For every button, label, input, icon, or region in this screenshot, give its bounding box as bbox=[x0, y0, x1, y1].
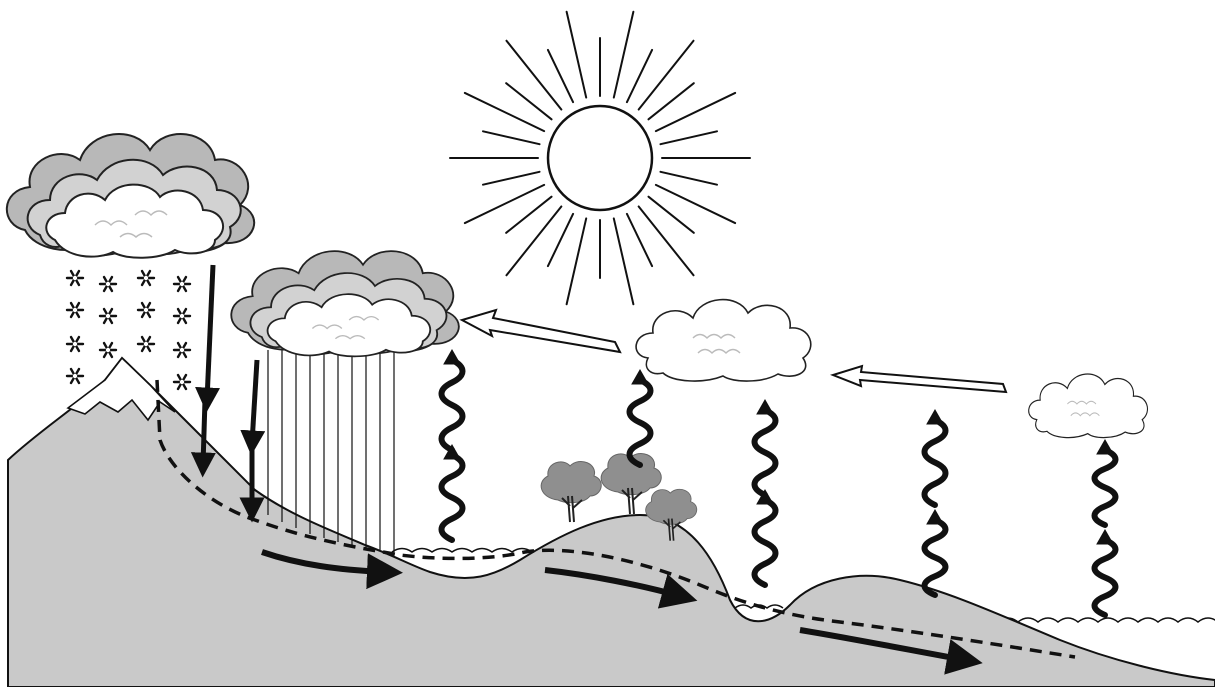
sun-ray bbox=[660, 172, 717, 185]
snowflake-icon bbox=[100, 309, 116, 323]
evaporation-arrow bbox=[925, 520, 946, 595]
evaporation-arrowhead bbox=[444, 350, 460, 364]
evaporation-arrowhead bbox=[1097, 440, 1113, 454]
evaporation-arrow bbox=[442, 455, 463, 540]
evaporation-arrowhead bbox=[757, 400, 773, 414]
sun-ray bbox=[627, 50, 652, 102]
snowflake-icon bbox=[138, 303, 154, 317]
snowflake-icon bbox=[138, 271, 154, 285]
evaporation-arrow bbox=[755, 410, 776, 495]
snowflake-icon bbox=[100, 343, 116, 357]
sun-ray bbox=[465, 185, 544, 223]
sun-ray bbox=[656, 93, 735, 131]
evaporation-arrowhead bbox=[927, 410, 943, 424]
snowflake-icon bbox=[174, 343, 190, 357]
snowflake-icon bbox=[67, 303, 83, 317]
sun-ray bbox=[506, 41, 561, 110]
rain-cloud-icon bbox=[231, 251, 459, 356]
sun-icon bbox=[450, 12, 750, 304]
small-cloud-icon bbox=[636, 300, 811, 381]
snowflake-icon bbox=[174, 375, 190, 389]
lake-waves bbox=[392, 549, 532, 553]
evaporation-arrowhead bbox=[632, 370, 648, 384]
sun-ray bbox=[567, 12, 587, 98]
sun-ray bbox=[639, 206, 694, 275]
snowflake-icon bbox=[67, 337, 83, 351]
sun-ray bbox=[567, 218, 587, 304]
sun-ray bbox=[483, 131, 540, 144]
snow-cloud-icon bbox=[7, 134, 254, 258]
snowflake-icon bbox=[67, 271, 83, 285]
evaporation-arrow bbox=[1095, 450, 1116, 525]
snowflake-icon bbox=[174, 309, 190, 323]
sun-ray bbox=[660, 131, 717, 144]
tree-icon bbox=[541, 461, 601, 522]
sun-ray bbox=[639, 41, 694, 110]
evaporation-arrow bbox=[755, 500, 776, 585]
sun-ray bbox=[483, 172, 540, 185]
small-cloud-icon bbox=[1029, 374, 1148, 438]
sun-ray bbox=[627, 214, 652, 266]
sun-ray bbox=[614, 12, 634, 98]
sun-ray bbox=[465, 93, 544, 131]
evaporation-arrowhead bbox=[927, 510, 943, 524]
evaporation-arrow bbox=[925, 420, 946, 505]
snowflake-icon bbox=[67, 369, 83, 383]
sun-ray bbox=[548, 50, 573, 102]
snowflake-icon bbox=[100, 277, 116, 291]
snowflake-icon bbox=[174, 277, 190, 291]
evaporation-arrow bbox=[630, 380, 651, 465]
sun-ray bbox=[548, 214, 573, 266]
sun-ray bbox=[614, 218, 634, 304]
evaporation-arrowhead bbox=[1097, 530, 1113, 544]
evaporation-arrow bbox=[442, 360, 463, 450]
sun-ray bbox=[506, 206, 561, 275]
snowflake-icon bbox=[138, 337, 154, 351]
sun-ray bbox=[656, 185, 735, 223]
evaporation-arrow bbox=[1095, 540, 1116, 615]
